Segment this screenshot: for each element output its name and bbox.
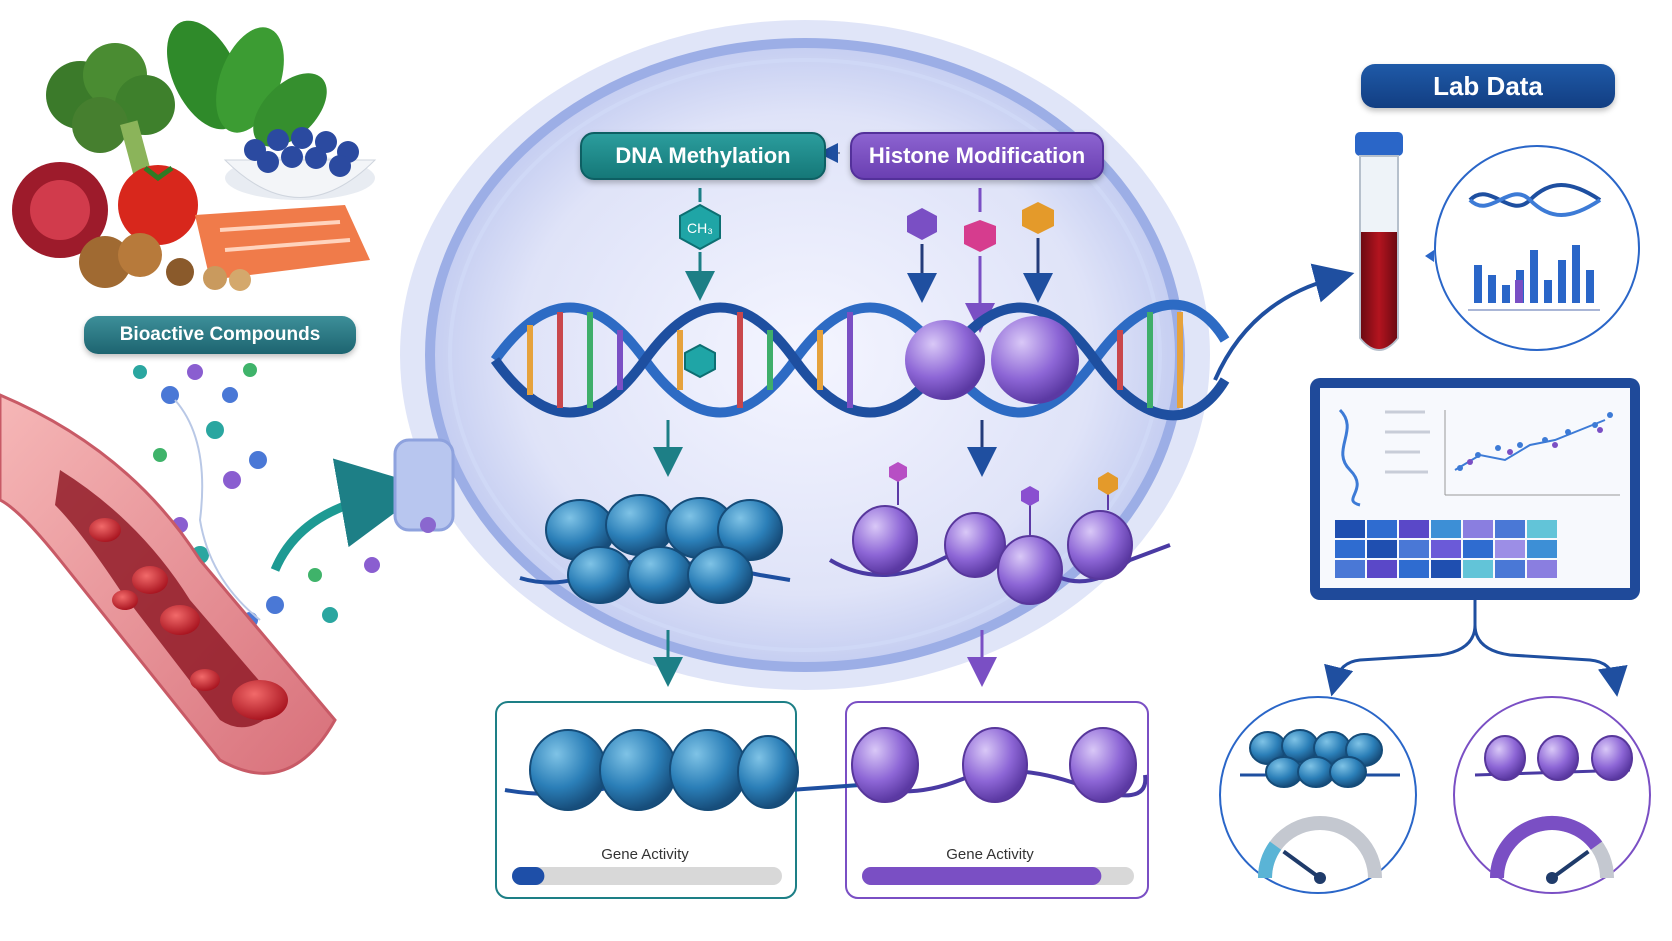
nucleosome-icon: [504, 729, 861, 811]
gauge-icon: [1490, 816, 1614, 884]
branch-arrow-left: [1324, 600, 1477, 697]
dna-chart-badge: [1425, 145, 1640, 351]
monitor-icon: [1310, 378, 1640, 600]
nucleosome-icon: [851, 727, 1148, 803]
methyl-group-icon: CH₃: [679, 188, 721, 301]
gene-activity-label-left: Gene Activity: [601, 846, 689, 863]
lab-data-label: Lab Data: [1361, 64, 1615, 108]
branch-arrow-right: [1473, 624, 1628, 697]
gene-activity-bar-right: [862, 867, 1102, 885]
histone-marks: [907, 188, 1054, 333]
outcome-open: [1453, 696, 1651, 894]
dna-helix-icon: [490, 299, 1230, 421]
bioactive-compounds-label: Bioactive Compounds: [84, 316, 356, 354]
nucleosome-icon: [519, 494, 791, 604]
uptake-arrow: [270, 458, 430, 572]
histone-modification-label: Histone Modification: [850, 132, 1104, 180]
gene-activity-track-left: [512, 867, 782, 885]
methyl-label: CH₃: [687, 220, 713, 236]
blood-vessel-icon: [0, 393, 337, 775]
outcome-condensed: [1219, 696, 1417, 894]
dna-methylation-label: DNA Methylation: [580, 132, 826, 180]
gene-activity-bar-left: [512, 867, 545, 885]
food-icon: [12, 20, 377, 291]
nucleosome-icon: [828, 462, 1171, 605]
gauge-icon: [1258, 816, 1382, 884]
test-tube-icon: [1355, 132, 1403, 351]
to-lab-arrow: [1213, 263, 1355, 381]
gene-activity-label-right: Gene Activity: [946, 846, 1034, 863]
